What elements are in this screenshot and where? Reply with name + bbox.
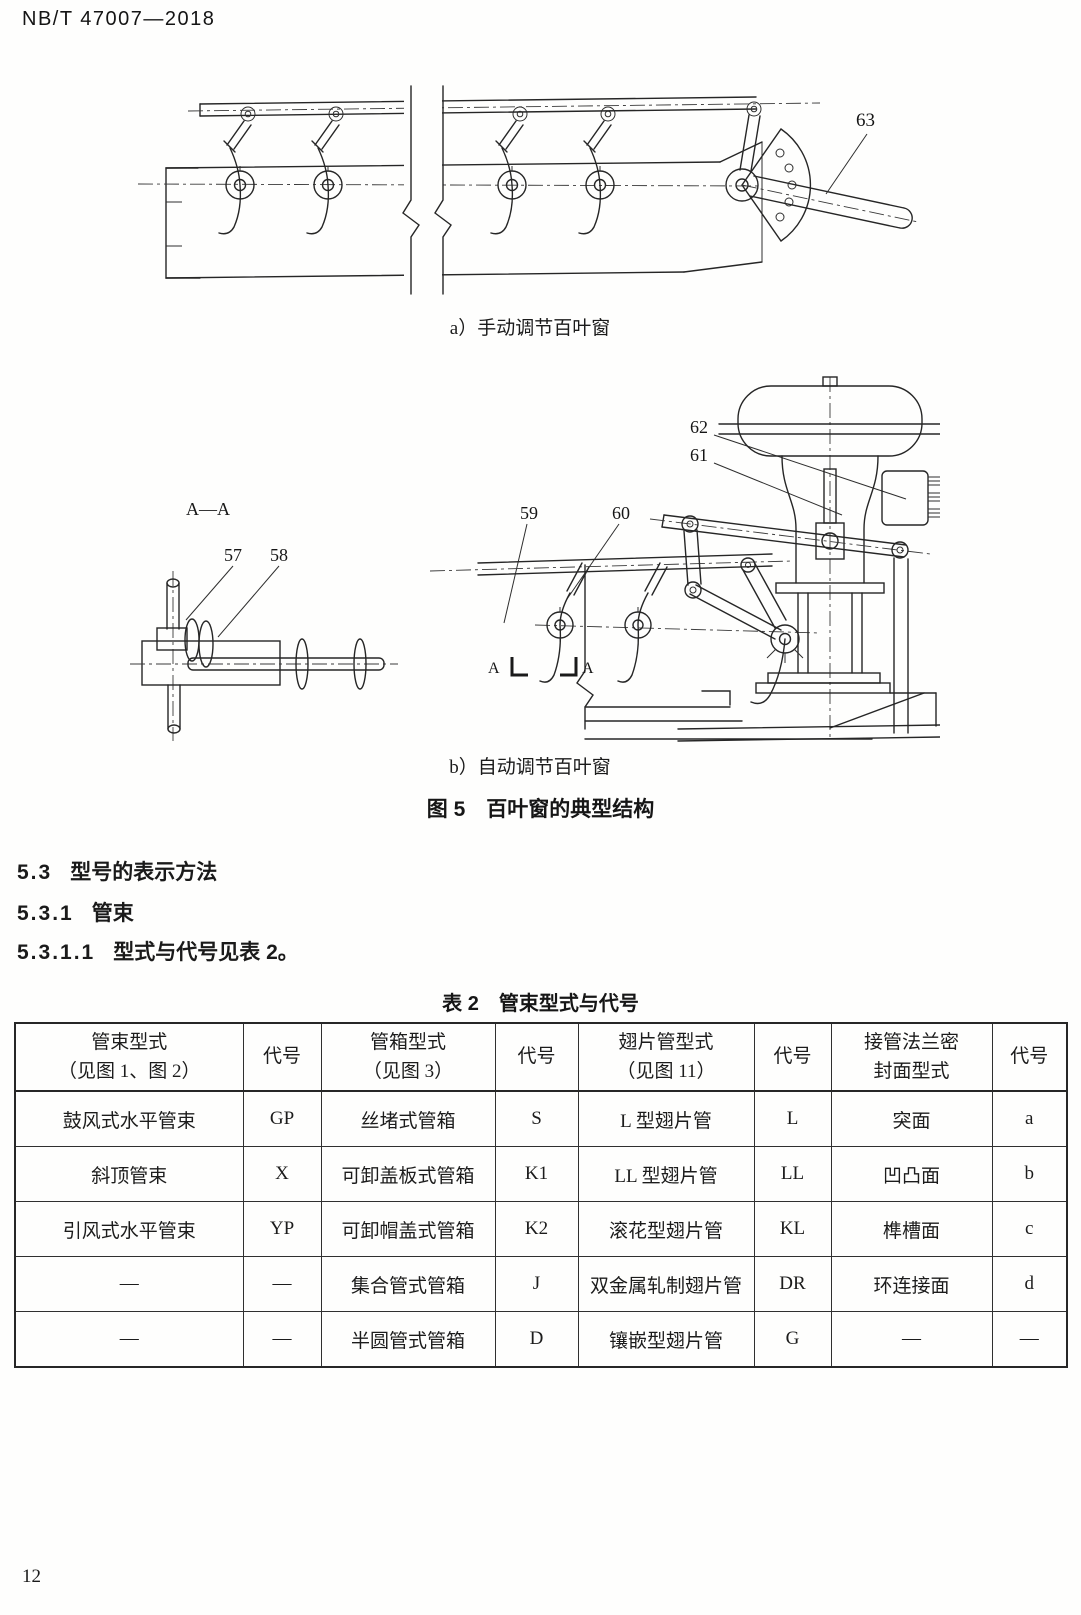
table-header-row: 管束型式（见图 1、图 2） 代号 管箱型式（见图 3） 代号 翅片管型式（见图… (14, 1022, 1068, 1092)
table-cell: 半圆管式管箱 (320, 1311, 496, 1368)
page-number: 12 (22, 1566, 41, 1587)
part-label-57: 57 (224, 545, 242, 565)
part-label-61: 61 (690, 445, 708, 465)
figure-a-caption: a）手动调节百叶窗 (449, 318, 611, 339)
table-header-cell: 翅片管型式（见图 11） (577, 1022, 755, 1092)
table-cell: J (494, 1256, 579, 1312)
part-label-62: 62 (690, 417, 708, 437)
table-cell: — (14, 1311, 244, 1368)
table-cell: 可卸盖板式管箱 (320, 1146, 496, 1202)
table-cell: L (753, 1090, 832, 1147)
part-label-58: 58 (270, 545, 288, 565)
table-cell: YP (242, 1201, 322, 1257)
figure-b-automatic-louver-drawing: A—A 57 58 59 60 62 61 (130, 376, 940, 742)
section-view-label: A—A (186, 499, 230, 519)
cut-mark-letter-right: A (582, 660, 594, 677)
cut-mark-letter-left: A (488, 660, 500, 677)
section-title: 型号的表示方法 (70, 861, 218, 884)
table-cell: 突面 (830, 1090, 993, 1147)
section-title: 型式与代号见表 2。 (113, 941, 299, 964)
table-header-cell: 代号 (753, 1022, 832, 1092)
figure-b-caption: b）自动调节百叶窗 (449, 757, 611, 778)
table-row: 斜顶管束 X 可卸盖板式管箱 K1 LL 型翅片管 LL 凹凸面 b (14, 1146, 1068, 1202)
table-cell: D (494, 1311, 579, 1368)
table-cell: K1 (494, 1146, 579, 1202)
section-heading-5-3-1-1: 5.3.1.1 型式与代号见表 2。 (17, 936, 299, 966)
part-label-63: 63 (856, 110, 875, 131)
table-row: 鼓风式水平管束 GP 丝堵式管箱 S L 型翅片管 L 突面 a (14, 1090, 1068, 1147)
figure-title: 图 5 百叶窗的典型结构 (426, 798, 655, 821)
table-cell: c (991, 1201, 1068, 1257)
table-cell: 双金属轧制翅片管 (577, 1256, 755, 1312)
table-header-cell: 代号 (991, 1022, 1068, 1092)
table-cell: LL 型翅片管 (577, 1146, 755, 1202)
table-cell: DR (753, 1256, 832, 1312)
section-number: 5.3 (17, 861, 53, 884)
section-heading-5-3-1: 5.3.1 管束 (17, 897, 134, 927)
table-cell: — (830, 1311, 993, 1368)
table-cell: 镶嵌型翅片管 (577, 1311, 755, 1368)
table-cell: — (991, 1311, 1068, 1368)
table-cell: K2 (494, 1201, 579, 1257)
table-header-cell: 代号 (494, 1022, 579, 1092)
table-row: — — 半圆管式管箱 D 镶嵌型翅片管 G — — (14, 1311, 1068, 1368)
table-row: 引风式水平管束 YP 可卸帽盖式管箱 K2 滚花型翅片管 KL 榫槽面 c (14, 1201, 1068, 1257)
table-header-cell: 管束型式（见图 1、图 2） (14, 1022, 244, 1092)
section-number: 5.3.1.1 (17, 941, 96, 964)
table-cell: G (753, 1311, 832, 1368)
table-2-tube-bundle-types: 管束型式（见图 1、图 2） 代号 管箱型式（见图 3） 代号 翅片管型式（见图… (14, 1022, 1068, 1368)
table-title: 表 2 管束型式与代号 (442, 993, 639, 1015)
table-header-cell: 接管法兰密封面型式 (830, 1022, 993, 1092)
table-cell: — (242, 1311, 322, 1368)
table-cell: 凹凸面 (830, 1146, 993, 1202)
part-label-60: 60 (612, 503, 630, 523)
table-header-cell: 代号 (242, 1022, 322, 1092)
table-cell: 滚花型翅片管 (577, 1201, 755, 1257)
table-cell: S (494, 1090, 579, 1147)
table-cell: b (991, 1146, 1068, 1202)
table-cell: 丝堵式管箱 (320, 1090, 496, 1147)
section-number: 5.3.1 (17, 902, 74, 925)
table-cell: a (991, 1090, 1068, 1147)
table-cell: 集合管式管箱 (320, 1256, 496, 1312)
section-title: 管束 (91, 902, 134, 925)
table-cell: KL (753, 1201, 832, 1257)
table-row: — — 集合管式管箱 J 双金属轧制翅片管 DR 环连接面 d (14, 1256, 1068, 1312)
table-cell: 鼓风式水平管束 (14, 1090, 244, 1147)
table-cell: 环连接面 (830, 1256, 993, 1312)
table-cell: d (991, 1256, 1068, 1312)
table-cell: 斜顶管束 (14, 1146, 244, 1202)
table-cell: 可卸帽盖式管箱 (320, 1201, 496, 1257)
table-cell: 榫槽面 (830, 1201, 993, 1257)
table-cell: — (14, 1256, 244, 1312)
table-cell: X (242, 1146, 322, 1202)
table-cell: — (242, 1256, 322, 1312)
section-heading-5-3: 5.3 型号的表示方法 (17, 856, 217, 886)
table-cell: 引风式水平管束 (14, 1201, 244, 1257)
standard-number-header: NB/T 47007—2018 (22, 8, 216, 30)
table-header-cell: 管箱型式（见图 3） (320, 1022, 496, 1092)
table-cell: GP (242, 1090, 322, 1147)
table-cell: L 型翅片管 (577, 1090, 755, 1147)
table-cell: LL (753, 1146, 832, 1202)
part-label-59: 59 (520, 503, 538, 523)
figure-a-manual-louver-drawing: 63 (137, 84, 919, 296)
